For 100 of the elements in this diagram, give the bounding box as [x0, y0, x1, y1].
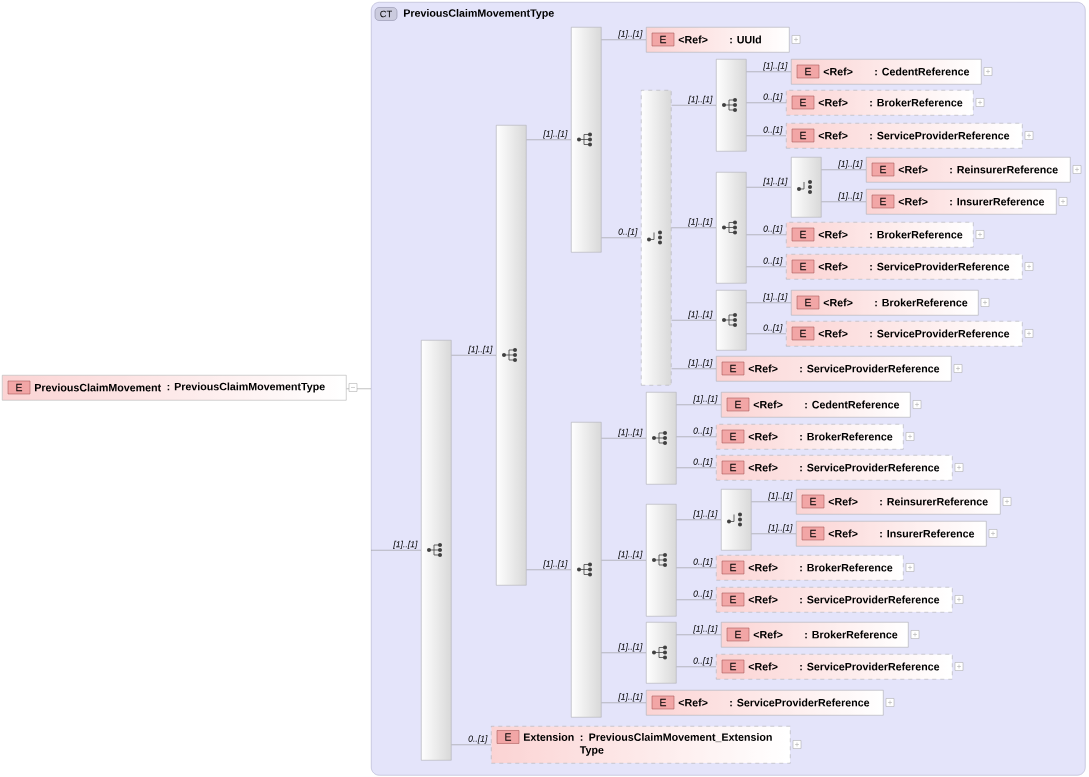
- element-name: <Ref>: [748, 563, 778, 572]
- connector-line: [601, 560, 647, 561]
- type-title: PreviousClaimMovementType: [404, 9, 554, 19]
- connector-line: [746, 333, 787, 335]
- cardinality-label: [1]..[1]: [768, 492, 793, 501]
- connector-line: [601, 652, 647, 654]
- cardinality-label: [1]..[1]: [618, 693, 643, 702]
- element-name: <Ref>: [818, 131, 848, 140]
- element-badge: E: [791, 326, 815, 341]
- element-name: <Ref>: [818, 262, 848, 271]
- cardinality-label: 0..[1]: [468, 735, 488, 744]
- compositor-box: [791, 157, 822, 218]
- element-badge: E: [721, 659, 745, 674]
- type-name: : BrokerReference: [805, 630, 898, 639]
- connector-line: [370, 550, 422, 551]
- type-name: : CedentReference: [875, 67, 970, 76]
- element-name: <Ref>: [678, 35, 708, 44]
- type-name: : BrokerReference: [870, 98, 963, 107]
- element-name: PreviousClaimMovement: [35, 383, 161, 392]
- element-badge: E: [721, 429, 745, 444]
- cardinality-label: [1]..[1]: [688, 310, 713, 319]
- type-name: : CedentReference: [805, 400, 900, 409]
- cardinality-label: [1]..[1]: [693, 625, 718, 634]
- connector-line: [601, 39, 647, 41]
- type-name: : ServiceProviderReference: [800, 463, 940, 472]
- compositor-box: [646, 392, 677, 485]
- compositor-box: [641, 90, 672, 386]
- element-name: <Ref>: [678, 698, 708, 707]
- cardinality-label: [1]..[1]: [763, 293, 788, 302]
- element-badge: E: [721, 592, 745, 607]
- cardinality-label: 0..[1]: [693, 458, 713, 467]
- element-name: <Ref>: [753, 400, 783, 409]
- type-name: : ServiceProviderReference: [800, 364, 940, 373]
- compositor-box: [646, 504, 677, 617]
- compositor-box: [716, 59, 747, 152]
- element-badge: E: [791, 95, 815, 110]
- cardinality-label: [1]..[1]: [838, 160, 863, 169]
- element-badge: E: [496, 730, 520, 744]
- cardinality-label: [1]..[1]: [688, 95, 713, 104]
- type-name: : UUId: [730, 35, 761, 44]
- element-badge: E: [791, 259, 815, 274]
- element-name: <Ref>: [898, 197, 928, 206]
- connector-line: [746, 187, 792, 188]
- type-name: : BrokerReference: [875, 298, 968, 307]
- connector-line: [451, 744, 492, 746]
- connector-line: [671, 368, 717, 370]
- element-name: <Ref>: [748, 463, 778, 472]
- cardinality-label: 0..[1]: [693, 657, 713, 666]
- element-badge: E: [721, 361, 745, 376]
- element-badge: E: [791, 227, 815, 242]
- connector-line: [746, 234, 787, 236]
- type-name: : BrokerReference: [800, 563, 893, 572]
- element-name: <Ref>: [748, 364, 778, 373]
- compositor-box: [646, 622, 677, 684]
- cardinality-label: [1]..[1]: [543, 130, 568, 139]
- element-badge: E: [721, 460, 745, 475]
- type-name: : ServiceProviderReference: [870, 262, 1010, 271]
- connector-line: [526, 569, 572, 571]
- compositor-box: [571, 27, 602, 253]
- connector-line: [676, 404, 722, 406]
- cardinality-label: [1]..[1]: [618, 643, 643, 652]
- element-badge: E: [791, 128, 815, 143]
- connector-line: [671, 320, 717, 321]
- element-name: <Ref>: [823, 298, 853, 307]
- element-name: <Ref>: [748, 432, 778, 441]
- connector-line: [676, 666, 717, 668]
- element-name: Extension: [524, 733, 574, 741]
- connector-line: [676, 634, 722, 636]
- compositor-box: [571, 422, 602, 718]
- cardinality-label: 0..[1]: [763, 225, 783, 234]
- compositor-box: [716, 290, 747, 351]
- element-badge: E: [871, 162, 895, 177]
- element-name: <Ref>: [748, 595, 778, 604]
- element-badge: E: [721, 560, 745, 575]
- cardinality-label: [1]..[1]: [688, 359, 713, 368]
- cardinality-label: 0..[1]: [693, 558, 713, 567]
- type-name: : BrokerReference: [870, 230, 963, 239]
- type-name: : ServiceProviderReference: [870, 329, 1010, 338]
- connector-line: [746, 302, 792, 304]
- cardinality-label: 0..[1]: [763, 324, 783, 333]
- type-name: : ServiceProviderReference: [730, 698, 870, 707]
- connector-line: [601, 702, 647, 704]
- connector-line: [676, 467, 717, 469]
- connector-line: [676, 436, 717, 438]
- element-badge: E: [726, 397, 750, 412]
- element-badge: E: [651, 32, 675, 47]
- cardinality-label: 0..[1]: [618, 228, 638, 237]
- element-badge: E: [651, 695, 675, 710]
- cardinality-label: 0..[1]: [763, 126, 783, 135]
- type-name: : ReinsurerReference: [950, 165, 1058, 174]
- element-badge: E: [7, 380, 31, 395]
- type-name: : ServiceProviderReference: [800, 595, 940, 604]
- connector-line: [601, 237, 642, 239]
- cardinality-label: [1]..[1]: [693, 510, 718, 519]
- connector-line: [601, 438, 647, 439]
- connector-line: [746, 71, 792, 73]
- cardinality-label: 0..[1]: [693, 590, 713, 599]
- element-badge: E: [726, 627, 750, 642]
- cardinality-label: 0..[1]: [763, 257, 783, 266]
- connector-line: [746, 102, 787, 104]
